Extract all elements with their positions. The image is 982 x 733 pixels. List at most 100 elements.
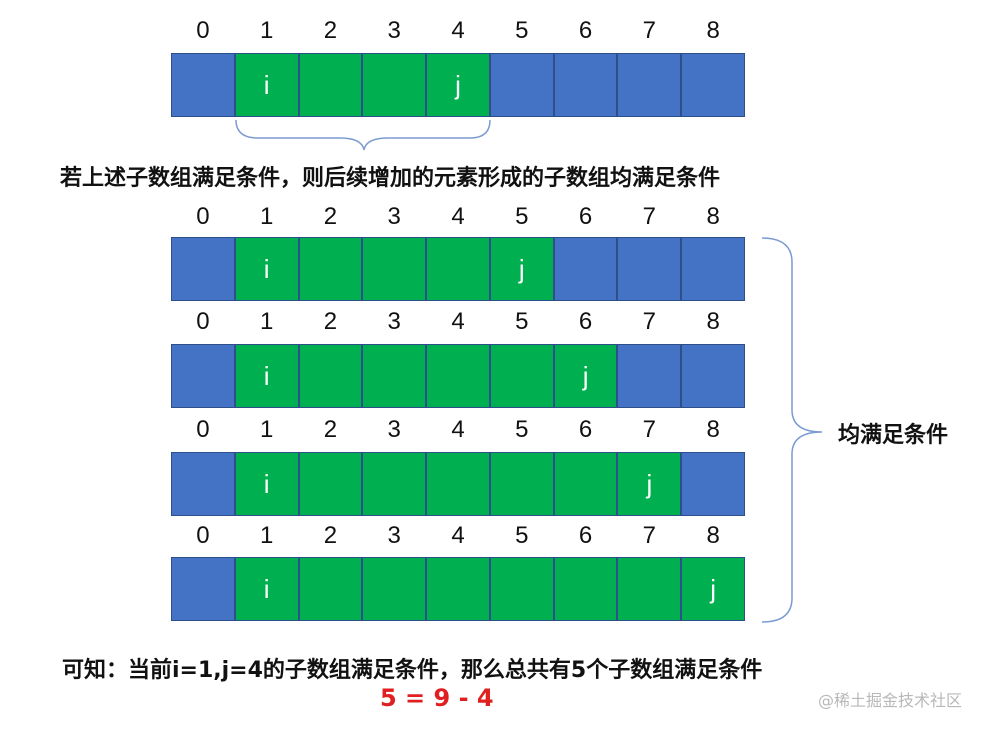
index-label: 7 xyxy=(642,17,657,44)
array-cell xyxy=(553,452,618,516)
array-cell xyxy=(298,53,363,117)
index-label: 6 xyxy=(578,308,593,335)
index-label: 2 xyxy=(323,17,338,44)
array-cell xyxy=(298,452,363,516)
array-cell: j xyxy=(617,452,682,516)
result-brace-vertical xyxy=(761,237,823,623)
index-label: 0 xyxy=(196,203,210,230)
pointer-j: j xyxy=(518,253,525,284)
index-label: 2 xyxy=(323,522,338,549)
array-cell xyxy=(426,452,490,516)
array-cell: j xyxy=(426,53,490,117)
index-label: 1 xyxy=(259,308,274,335)
index-label: 5 xyxy=(515,522,529,549)
array-cell xyxy=(171,557,235,621)
index-label: 8 xyxy=(706,17,720,44)
formula-text: 5 = 9 - 4 xyxy=(380,684,494,712)
array-cell xyxy=(681,452,746,516)
array-cell xyxy=(617,237,682,301)
pointer-j: j xyxy=(710,573,717,604)
array-cell xyxy=(426,557,490,621)
index-label: 0 xyxy=(196,308,210,335)
array-cell: i xyxy=(234,344,299,408)
index-label: 5 xyxy=(515,416,529,443)
array-cell xyxy=(362,237,427,301)
pointer-j: j xyxy=(582,360,589,391)
array-cell xyxy=(171,53,235,117)
index-label: 7 xyxy=(642,522,657,549)
array-cell xyxy=(426,237,490,301)
index-label: 4 xyxy=(451,17,465,44)
array-cell xyxy=(617,53,682,117)
array-cell xyxy=(553,237,618,301)
array-cell xyxy=(298,557,363,621)
index-label: 1 xyxy=(259,416,274,443)
pointer-i: i xyxy=(263,573,270,604)
array-cell: j xyxy=(489,237,554,301)
index-label: 7 xyxy=(642,416,657,443)
index-label: 5 xyxy=(515,308,529,335)
index-label: 3 xyxy=(387,203,401,230)
index-label: 8 xyxy=(706,416,720,443)
array-cell xyxy=(362,557,427,621)
array-cell xyxy=(171,452,235,516)
index-label: 0 xyxy=(196,17,210,44)
array-cell xyxy=(298,344,363,408)
index-label: 5 xyxy=(515,203,529,230)
watermark: @稀土掘金技术社区 xyxy=(817,691,962,710)
index-label: 0 xyxy=(196,522,210,549)
index-label: 7 xyxy=(642,308,657,335)
array-cell xyxy=(489,53,554,117)
array-cell xyxy=(617,344,682,408)
index-label: 6 xyxy=(578,416,593,443)
array-cell xyxy=(426,344,490,408)
conclusion-text: 可知：当前i=1,j=4的子数组满足条件，那么总共有5个子数组满足条件 xyxy=(62,658,763,683)
pointer-j: j xyxy=(646,468,653,499)
pointer-i: i xyxy=(263,69,270,100)
index-label: 2 xyxy=(323,308,338,335)
subarray-brace-horizontal xyxy=(235,119,491,151)
array-cell xyxy=(362,344,427,408)
array-cell: i xyxy=(234,237,299,301)
array-cell xyxy=(171,344,235,408)
index-label: 1 xyxy=(259,522,274,549)
index-label: 2 xyxy=(323,203,338,230)
array-cell xyxy=(298,237,363,301)
index-label: 3 xyxy=(387,308,401,335)
array-cell xyxy=(681,237,746,301)
pointer-j: j xyxy=(455,69,461,100)
array-cell xyxy=(362,452,427,516)
index-label: 4 xyxy=(451,308,465,335)
index-label: 4 xyxy=(451,522,465,549)
pointer-i: i xyxy=(263,253,270,284)
index-label: 0 xyxy=(196,416,210,443)
index-label: 8 xyxy=(706,203,720,230)
index-label: 3 xyxy=(387,17,401,44)
array-cell xyxy=(553,53,618,117)
array-cell xyxy=(553,557,618,621)
pointer-i: i xyxy=(263,360,270,391)
index-label: 6 xyxy=(578,203,593,230)
index-label: 4 xyxy=(451,203,465,230)
index-label: 7 xyxy=(642,203,657,230)
index-label: 1 xyxy=(259,203,274,230)
array-cell xyxy=(489,452,554,516)
array-cell xyxy=(617,557,682,621)
array-cell: i xyxy=(234,557,299,621)
index-label: 6 xyxy=(578,522,593,549)
index-label: 8 xyxy=(706,522,720,549)
array-cell xyxy=(362,53,427,117)
array-cell xyxy=(171,237,235,301)
array-cell xyxy=(681,344,746,408)
index-label: 4 xyxy=(451,416,465,443)
index-label: 5 xyxy=(515,17,529,44)
brace-label: 均满足条件 xyxy=(838,423,949,448)
array-cell xyxy=(681,53,746,117)
